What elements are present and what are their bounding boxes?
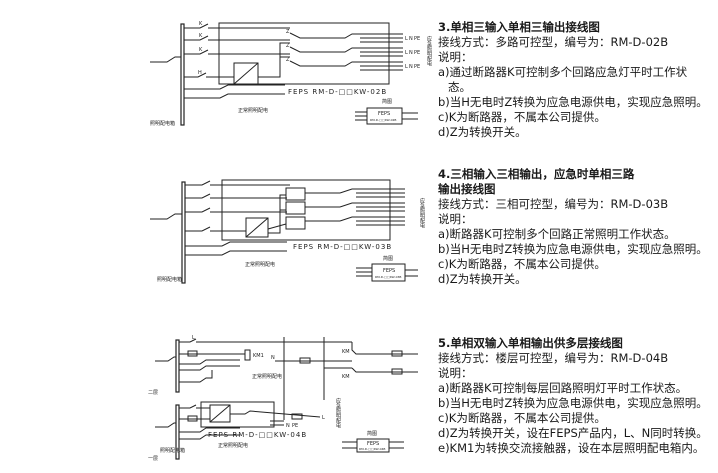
note-label: 说明： [438, 50, 473, 64]
diagram-rm-d-03b: 应急照明配电 FEPS RM-D-□□KW-03B 正常照明配电 照明配电箱 简… [150, 179, 425, 284]
inverter-icon [245, 217, 269, 238]
note: d)Z为转换开关，设在FEPS产品内，L、N同时转换。 [438, 426, 708, 440]
note: d)Z为转换开关。 [438, 125, 527, 139]
svg-text:FEPS: FEPS [367, 441, 379, 447]
note: d)Z为转换开关。 [438, 272, 527, 286]
svg-text:Z: Z [286, 29, 290, 35]
svg-text:KM: KM [342, 374, 350, 380]
svg-text:Z: Z [286, 43, 290, 49]
bus-bar-floor2 [175, 339, 180, 393]
svg-text:FEPS: FEPS [383, 268, 395, 274]
note: c)K为断路器，不属本公司提供。 [438, 411, 606, 425]
svg-text:应急照明配电: 应急照明配电 [335, 397, 341, 428]
svg-text:N: N [271, 355, 275, 361]
svg-text:PE: PE [414, 50, 420, 56]
svg-text:L: L [322, 415, 325, 421]
svg-text:PE: PE [292, 423, 298, 429]
section-title: 3.单相三输入单相三输出接线图 [438, 20, 600, 34]
section-rm-d-04b: 5.单相双输入单相输出供多层接线图 接线方式：楼层可控型，编号为：RM-D-04… [438, 336, 708, 456]
wiring-mode: 接线方式：楼层可控型，编号为：RM-D-04B [438, 351, 669, 365]
wiring-mode: 接线方式：三相可控型，编号为：RM-D-03B [438, 197, 669, 211]
svg-text:简图: 简图 [382, 98, 392, 105]
note: a)断路器K可控制每层回路照明灯平时工作状态。 [438, 381, 688, 395]
svg-text:正常照明配电: 正常照明配电 [245, 261, 275, 268]
svg-text:L: L [405, 36, 408, 42]
z-switch [285, 216, 306, 230]
svg-text:N: N [409, 64, 413, 70]
wiring-mode: 接线方式：多路可控型，编号为：RM-D-02B [438, 35, 669, 49]
bus-bar [180, 23, 185, 126]
svg-text:N: N [286, 423, 290, 429]
sketch-box [356, 438, 390, 453]
note: 态。 [448, 80, 471, 94]
svg-text:RM-D-□□KW-02B: RM-D-□□KW-02B [370, 118, 396, 122]
note: a)通过断路器K可控制多个回路应急灯平时工作状 [438, 65, 688, 79]
svg-text:二层: 二层 [148, 390, 158, 396]
svg-text:正常照明配电: 正常照明配电 [238, 107, 268, 114]
note: a)断路器K可控制多个回路正常照明工作状态。 [438, 227, 676, 241]
section-rm-d-02b: 3.单相三输入单相三输出接线图 接线方式：多路可控型，编号为：RM-D-02B … [438, 20, 708, 140]
svg-text:正常照明配电: 正常照明配电 [218, 442, 248, 449]
svg-text:KM: KM [342, 349, 350, 355]
z-switch [285, 201, 306, 215]
svg-text:H: H [198, 70, 202, 76]
svg-text:N: N [409, 36, 413, 42]
note: b)当H无电时Z转换为应急电源供电，实现应急照明。 [438, 95, 708, 109]
section-title: 5.单相双输入单相输出供多层接线图 [438, 336, 623, 350]
svg-text:RM-D-□□KW-04B: RM-D-□□KW-04B [359, 447, 385, 451]
section-rm-d-03b: 4.三相输入三相输出，应急时单相三路 输出接线图 接线方式：三相可控型，编号为：… [438, 167, 708, 287]
bus-bar [181, 181, 186, 284]
km1-coil [244, 349, 251, 361]
svg-text:L: L [405, 50, 408, 56]
svg-text:FEPS RM-D-□□KW-04B: FEPS RM-D-□□KW-04B [208, 431, 307, 439]
svg-text:简图: 简图 [367, 430, 377, 437]
note-label: 说明： [438, 366, 473, 380]
svg-text:照明配电箱: 照明配电箱 [157, 276, 182, 283]
svg-text:FEPS: FEPS [378, 111, 390, 117]
svg-text:L: L [405, 64, 408, 70]
inverter-icon [233, 62, 259, 85]
k-branches: K K K H [184, 21, 290, 78]
note: b)当H无电时Z转换为应急电源供电，实现应急照明。 [438, 242, 708, 256]
svg-text:正常照明配电: 正常照明配电 [252, 373, 282, 380]
svg-text:应急照明配电: 应急照明配电 [426, 35, 432, 66]
svg-text:一层: 一层 [148, 456, 158, 462]
section-title: 4.三相输入三相输出，应急时单相三路 [438, 167, 635, 181]
feps-box [221, 179, 391, 241]
note: c)K为断路器，不属本公司提供。 [438, 110, 606, 124]
svg-text:K: K [199, 33, 203, 39]
svg-text:KM1: KM1 [253, 353, 264, 359]
svg-text:FEPS RM-D-□□KW-02B: FEPS RM-D-□□KW-02B [288, 88, 387, 96]
svg-text:Z: Z [286, 57, 290, 63]
svg-text:照明配电箱: 照明配电箱 [150, 120, 175, 127]
svg-text:K: K [199, 47, 203, 53]
note: b)当H无电时Z转换为应急电源供电，实现应急照明。 [438, 396, 708, 410]
note: e)KM1为转换交流接触器，设在本层照明配电箱内。 [438, 441, 705, 455]
svg-text:N: N [409, 50, 413, 56]
svg-text:应急照明配电: 应急照明配电 [419, 197, 425, 228]
svg-text:L: L [192, 335, 195, 341]
feps-box [200, 401, 275, 428]
svg-text:照明配电箱: 照明配电箱 [160, 447, 185, 454]
section-title-cont: 输出接线图 [438, 182, 496, 196]
note-label: 说明： [438, 212, 473, 226]
svg-text:PE: PE [414, 64, 420, 70]
z-switch [285, 187, 306, 201]
z-switches: Z Z Z [286, 29, 403, 71]
svg-text:K: K [199, 21, 203, 27]
svg-text:RM-D-□□KW-03B: RM-D-□□KW-03B [375, 275, 401, 279]
svg-text:简图: 简图 [383, 255, 393, 262]
note: c)K为断路器，不属本公司提供。 [438, 257, 606, 271]
svg-text:PE: PE [414, 36, 420, 42]
svg-text:FEPS RM-D-□□KW-03B: FEPS RM-D-□□KW-03B [293, 243, 392, 251]
